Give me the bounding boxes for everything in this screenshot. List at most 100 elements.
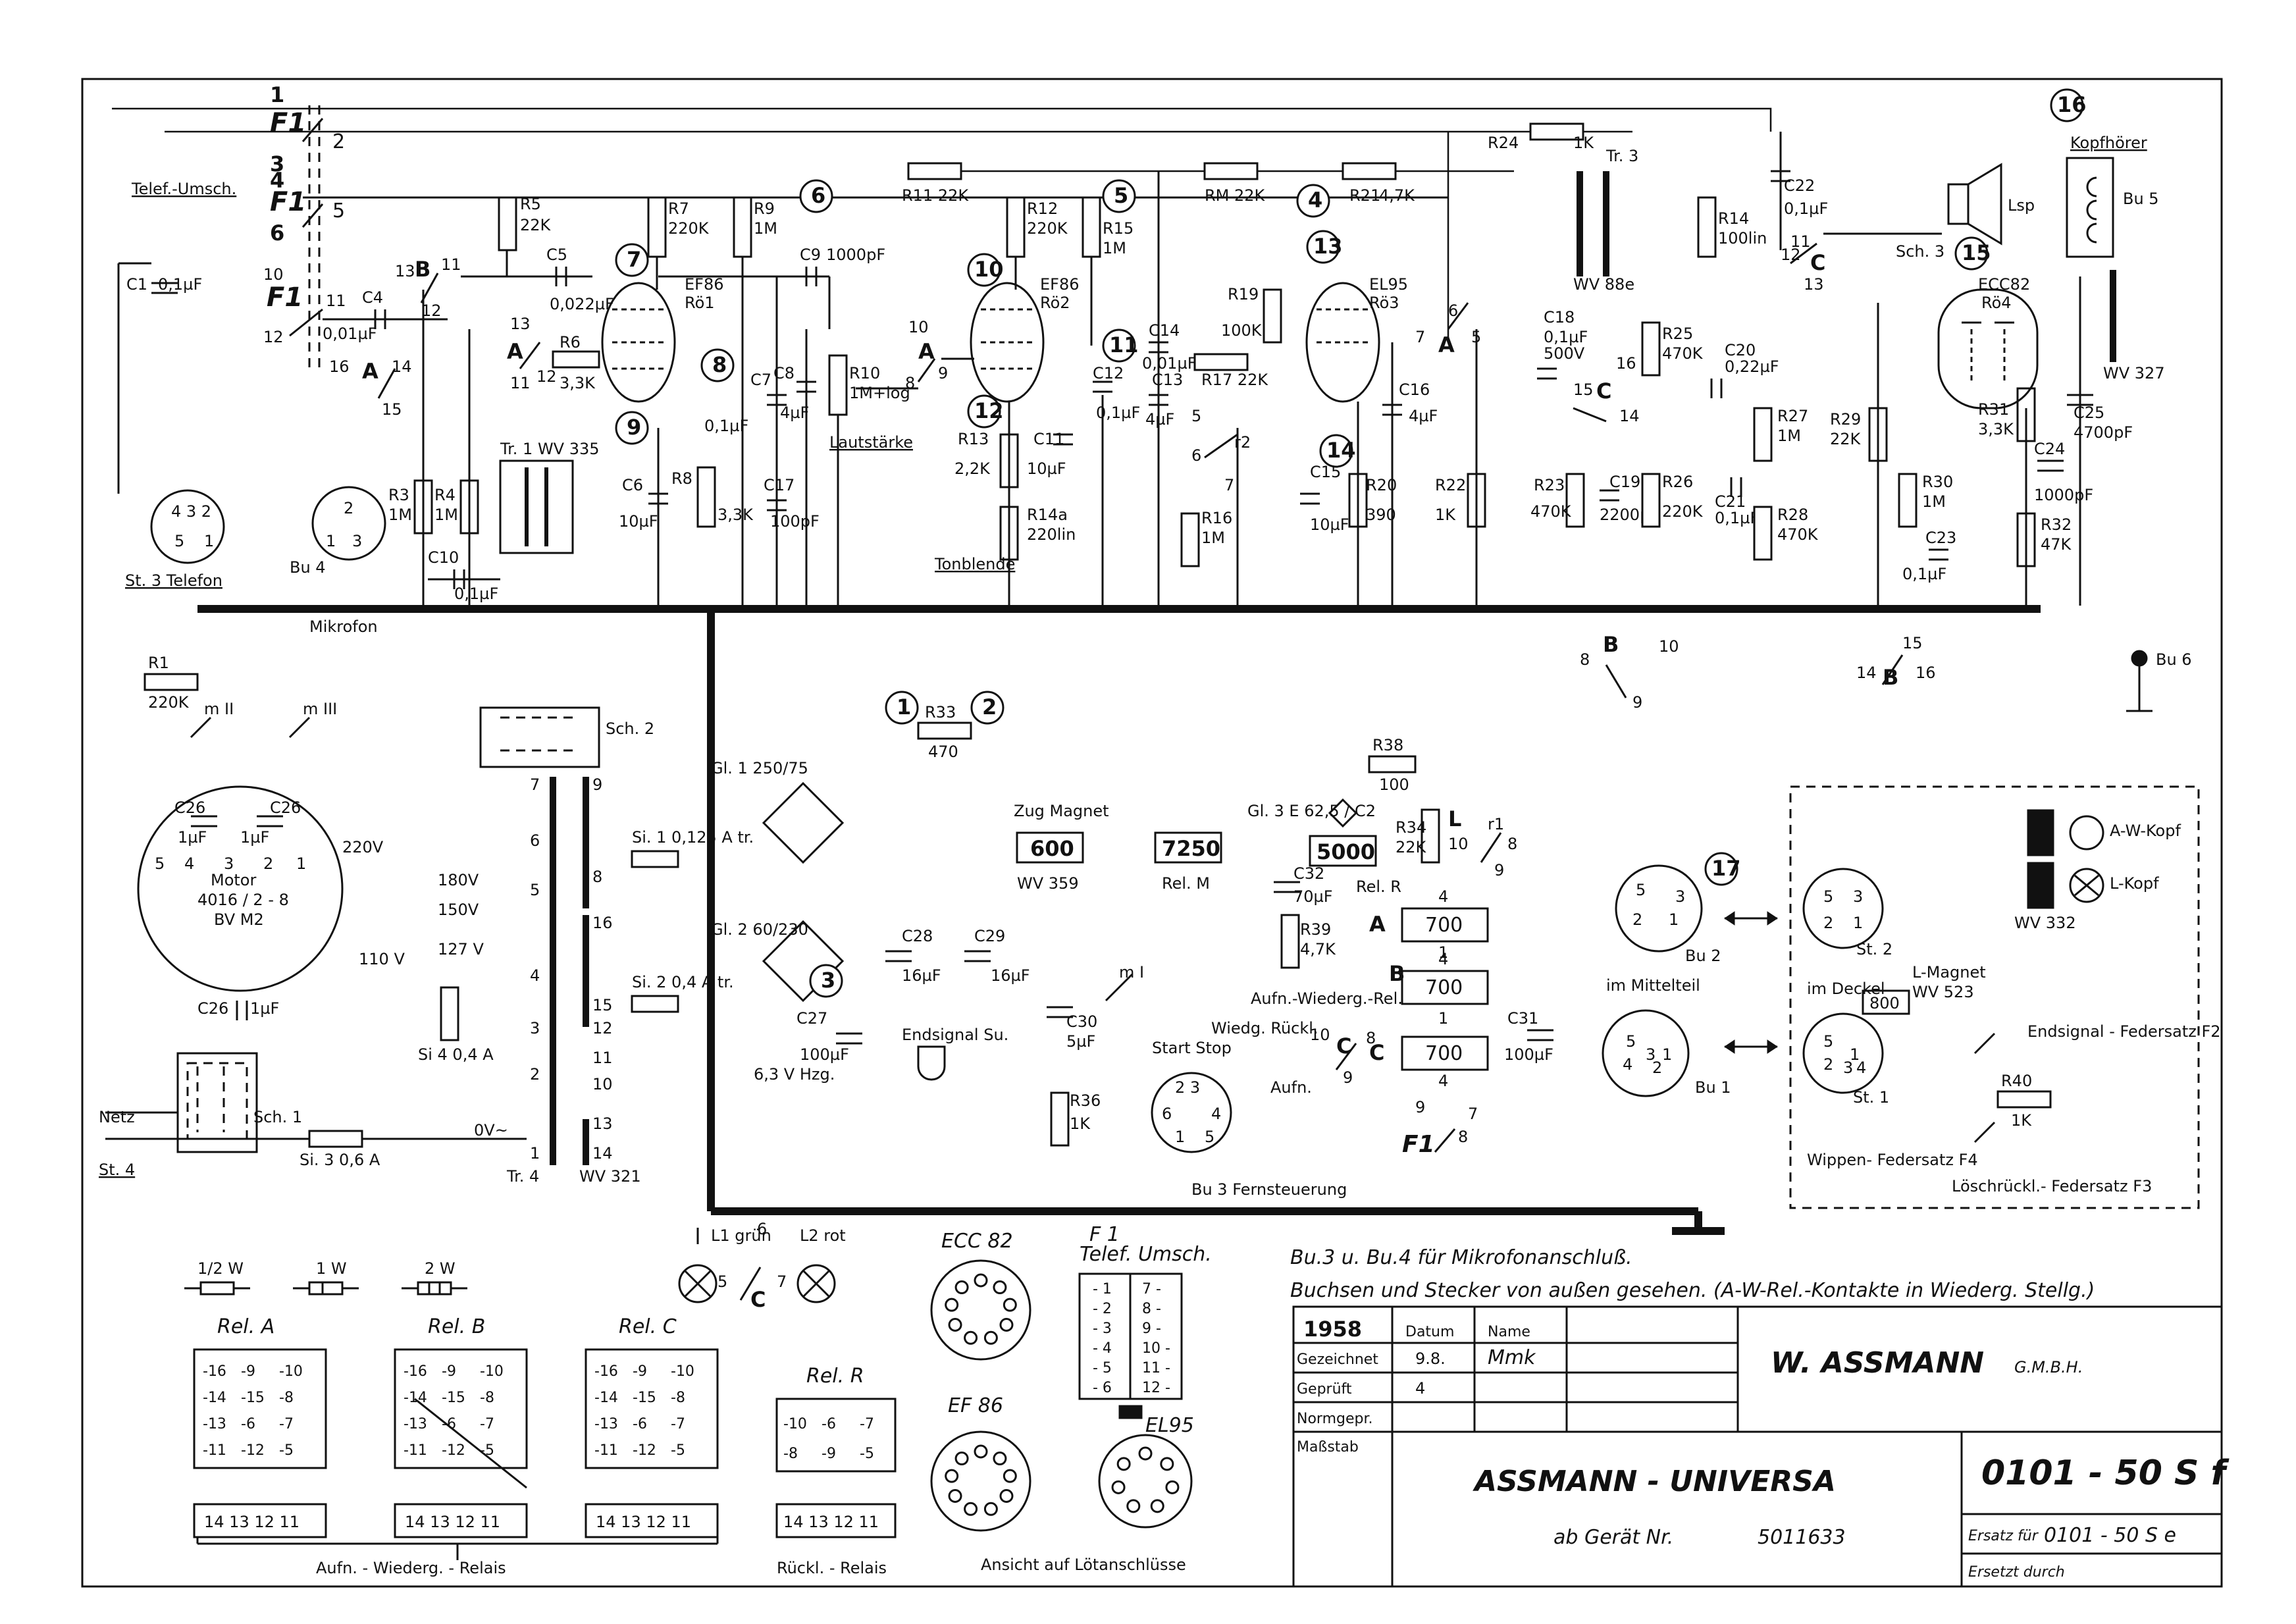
svg-text:1M+log: 1M+log: [849, 384, 910, 402]
svg-text:0,1µF: 0,1µF: [454, 585, 498, 603]
svg-text:RM 22K: RM 22K: [1205, 186, 1266, 205]
svg-text:C13: C13: [1152, 371, 1183, 389]
rectifier-gl2: [762, 920, 845, 1003]
sch2-label: Sch. 2: [606, 720, 654, 738]
svg-text:5: 5: [530, 881, 540, 899]
st3-telefon-label: St. 3 Telefon: [125, 571, 222, 590]
svg-text:R13: R13: [958, 430, 989, 448]
tube-pin: [1160, 1457, 1174, 1471]
legend-wattage: 1/2 W 1 W 2 W: [184, 1259, 467, 1296]
svg-text:5: 5: [1205, 1128, 1214, 1146]
svg-text:C: C: [1810, 250, 1825, 275]
svg-text:220K: 220K: [148, 693, 190, 712]
svg-text:2: 2: [1652, 1059, 1662, 1077]
svg-text:3,3K: 3,3K: [718, 506, 754, 524]
tube-pin: [964, 1502, 978, 1516]
svg-text:1/2 W: 1/2 W: [197, 1259, 244, 1278]
svg-text:C9: C9: [800, 246, 821, 264]
relay-b-value: 700: [1425, 976, 1463, 999]
svg-text:6: 6: [1162, 1105, 1172, 1123]
relay-contact-label: -11: [404, 1442, 427, 1459]
si3-label: Si. 3 0,6 A: [300, 1151, 380, 1169]
svg-text:R3: R3: [388, 486, 409, 504]
svg-text:Rö2: Rö2: [1040, 294, 1070, 312]
svg-text:470K: 470K: [1662, 344, 1704, 363]
svg-text:13: 13: [510, 315, 531, 333]
rel-m-value: 7250: [1162, 836, 1220, 861]
wiedg-rueckl-label: Wiedg. Rückl.: [1211, 1019, 1318, 1037]
resistor-r6: [552, 350, 600, 369]
tube-pin: [999, 1318, 1014, 1332]
svg-text:3: 3: [224, 854, 234, 873]
svg-text:A: A: [918, 339, 935, 364]
tonblende-label: Tonblende: [934, 555, 1015, 573]
svg-text:R4: R4: [434, 486, 456, 504]
ef86-pinout-label: EF 86: [948, 1394, 1003, 1417]
st2-socket: [1802, 868, 1884, 949]
resistor-r17: [1193, 353, 1249, 371]
svg-text:R16: R16: [1201, 509, 1232, 527]
resistor-r11: [907, 162, 962, 180]
svg-text:1: 1: [530, 1144, 540, 1163]
svg-text:1: 1: [1438, 943, 1448, 962]
si1-label: Si. 1 0,125 A tr.: [632, 828, 754, 847]
svg-text:8: 8: [1458, 1128, 1468, 1146]
svg-text:15: 15: [382, 400, 402, 419]
svg-text:R31: R31: [1978, 400, 2009, 419]
svg-text:14: 14: [392, 357, 412, 376]
rel-m-label: Rel. M: [1162, 874, 1210, 893]
svg-text:0,1µF: 0,1µF: [1715, 509, 1759, 527]
svg-text:7: 7: [627, 247, 641, 272]
svg-text:1M: 1M: [754, 219, 777, 238]
svg-text:1: 1: [1662, 1045, 1672, 1064]
tr3-label: Tr. 3: [1605, 147, 1638, 165]
f1-legend-title: F 1: [1089, 1223, 1120, 1246]
zug-magnet-coil: [1016, 831, 1084, 864]
relay-a-coil: [1401, 907, 1489, 943]
svg-text:C27: C27: [796, 1009, 827, 1028]
svg-text:3: 3: [270, 151, 284, 176]
svg-text:3: 3: [1675, 887, 1685, 906]
svg-text:14: 14: [1326, 438, 1356, 463]
motor-bv-label: BV M2: [214, 910, 264, 929]
rel-b-contacts: [394, 1348, 528, 1469]
resistor-r8: [696, 466, 716, 528]
svg-text:ab Gerät Nr.: ab Gerät Nr.: [1553, 1526, 1673, 1549]
wv327-label: WV 327: [2103, 364, 2165, 382]
svg-text:1M: 1M: [388, 506, 412, 524]
svg-text:10µF: 10µF: [1027, 459, 1066, 478]
svg-text:4700pF: 4700pF: [2074, 423, 2133, 442]
svg-text:C6: C6: [622, 476, 643, 494]
telef-umsch-label: Telef.-Umsch.: [131, 180, 236, 198]
svg-text:C16: C16: [1399, 380, 1430, 399]
f1-right-contact: 9 -: [1142, 1321, 1161, 1337]
tube-pin: [993, 1452, 1007, 1466]
f1-right-contact: 8 -: [1142, 1301, 1161, 1317]
resistor-r28: [1753, 506, 1773, 561]
svg-text:Rö1: Rö1: [685, 294, 715, 312]
loudspeaker: [1947, 183, 1970, 225]
svg-text:EF86: EF86: [685, 275, 724, 294]
svg-text:5: 5: [718, 1272, 727, 1291]
svg-text:2: 2: [1632, 910, 1642, 929]
svg-text:4: 4: [1415, 1379, 1425, 1398]
rel-r-contacts: [775, 1398, 897, 1473]
relay-contact-label: -7: [480, 1416, 494, 1432]
svg-text:1: 1: [326, 532, 336, 550]
svg-text:1: 1: [897, 694, 911, 720]
svg-text:R36: R36: [1070, 1091, 1101, 1110]
svg-text:4µF: 4µF: [1409, 407, 1438, 425]
svg-text:470: 470: [928, 743, 958, 761]
fuse-si4: [440, 986, 459, 1041]
svg-text:R27: R27: [1777, 407, 1808, 425]
svg-text:1: 1: [1175, 1128, 1185, 1146]
svg-text:R11 22K: R11 22K: [902, 186, 969, 205]
aw-kopf-label: A-W-Kopf: [2110, 822, 2181, 840]
tube-ef86-ro1: [601, 282, 676, 403]
svg-text:4µF: 4µF: [780, 404, 809, 422]
svg-text:1K: 1K: [1070, 1114, 1091, 1133]
svg-text:3,3K: 3,3K: [560, 374, 596, 392]
svg-text:R17 22K: R17 22K: [1201, 371, 1268, 389]
svg-text:1K: 1K: [1573, 134, 1594, 152]
